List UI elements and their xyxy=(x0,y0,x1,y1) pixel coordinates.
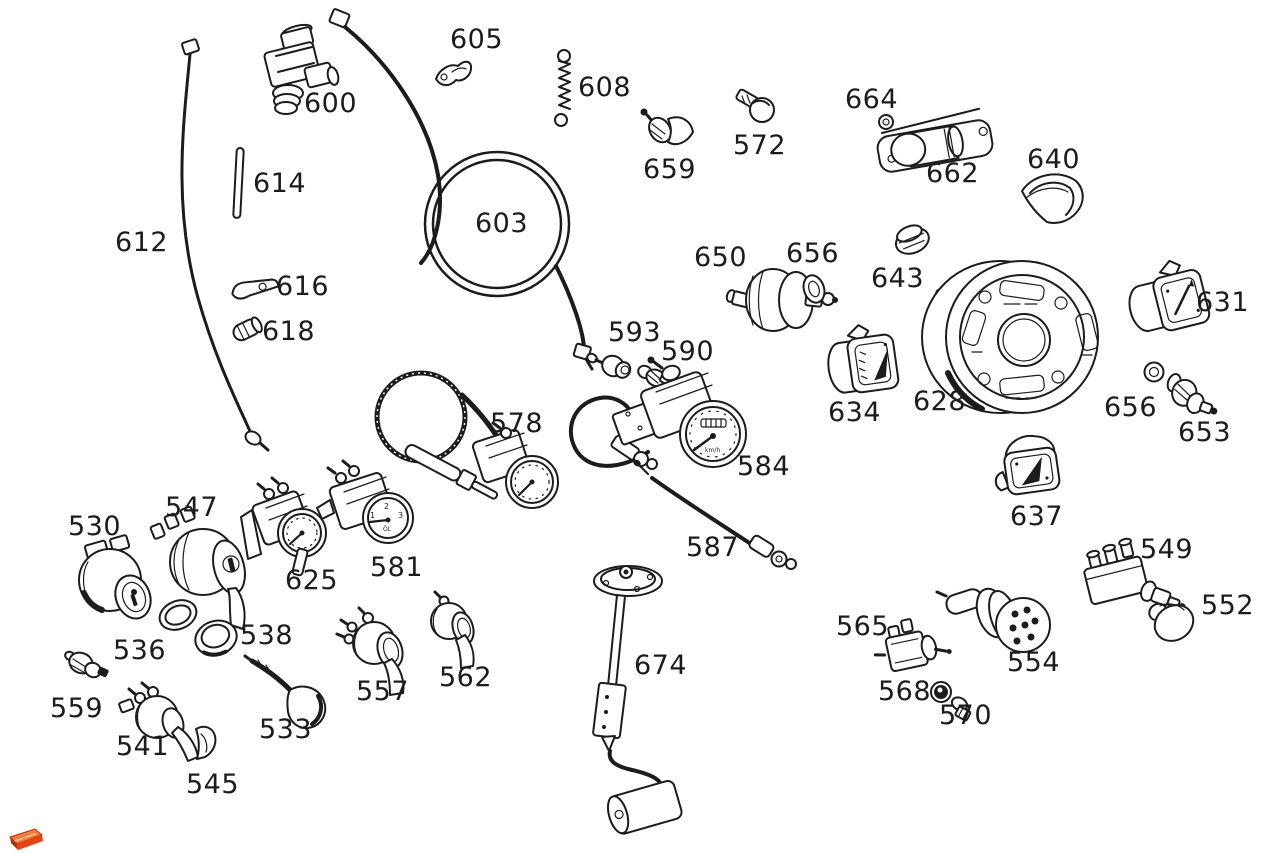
part-label-625: 625 xyxy=(285,565,339,596)
part-label-593: 593 xyxy=(608,317,662,348)
part-593-drawing xyxy=(586,352,632,379)
part-662-drawing xyxy=(876,107,994,173)
part-label-616: 616 xyxy=(276,271,330,302)
part-614-drawing xyxy=(232,147,245,219)
part-628-drawing xyxy=(921,260,1099,414)
part-label-538: 538 xyxy=(240,620,294,651)
part-label-662: 662 xyxy=(926,158,980,189)
part-label-643: 643 xyxy=(871,263,925,294)
part-631-drawing xyxy=(1128,259,1211,332)
part-label-631: 631 xyxy=(1196,287,1250,318)
gauge-581-mark-1: 1 xyxy=(370,511,375,520)
part-label-637: 637 xyxy=(1010,501,1064,532)
part-552-drawing xyxy=(1148,602,1195,642)
part-label-634: 634 xyxy=(828,397,882,428)
part-label-536: 536 xyxy=(113,635,167,666)
part-637-drawing xyxy=(994,434,1061,496)
part-600-drawing xyxy=(263,23,340,115)
part-640-drawing xyxy=(1021,173,1084,224)
part-608-drawing xyxy=(554,49,571,127)
part-605-drawing xyxy=(435,60,473,87)
part-581-drawing: 1 2 3 ÖL xyxy=(316,459,414,544)
part-570-drawing xyxy=(950,696,972,722)
part-612-drawing xyxy=(180,38,270,452)
part-label-559: 559 xyxy=(50,693,104,724)
part-label-549: 549 xyxy=(1140,534,1194,565)
part-554-drawing xyxy=(935,587,1051,653)
part-616-drawing xyxy=(231,278,279,300)
part-label-578: 578 xyxy=(490,408,544,439)
part-label-608: 608 xyxy=(578,72,632,103)
part-label-656b: 656 xyxy=(1104,392,1158,423)
part-label-664: 664 xyxy=(845,84,899,115)
part-label-628: 628 xyxy=(913,386,967,417)
part-572-drawing xyxy=(735,88,775,123)
part-label-674: 674 xyxy=(634,650,688,681)
part-562-drawing xyxy=(430,590,475,669)
part-536-drawing xyxy=(158,599,198,631)
part-label-584: 584 xyxy=(737,451,791,482)
part-578-drawing xyxy=(374,370,559,509)
part-label-581: 581 xyxy=(370,552,424,583)
gauge-581-mark-2: 2 xyxy=(384,502,389,511)
part-label-552: 552 xyxy=(1201,590,1255,621)
part-label-605: 605 xyxy=(450,24,504,55)
part-541-drawing xyxy=(118,681,199,762)
part-label-612: 612 xyxy=(115,227,169,258)
brand-logo xyxy=(9,828,43,850)
part-643-drawing xyxy=(894,224,930,255)
part-587-drawing xyxy=(633,459,797,570)
part-label-545: 545 xyxy=(186,769,240,800)
part-label-541: 541 xyxy=(116,731,170,762)
part-618-drawing xyxy=(232,316,263,342)
part-label-547: 547 xyxy=(165,492,219,523)
part-label-570: 570 xyxy=(939,700,993,731)
part-656b-drawing xyxy=(1143,361,1165,383)
part-603-drawing xyxy=(328,8,594,371)
part-533-drawing xyxy=(243,654,327,730)
part-656a-drawing xyxy=(802,274,826,304)
part-565-drawing xyxy=(873,618,952,673)
part-label-618: 618 xyxy=(262,316,316,347)
speedo-unit-text: km/h xyxy=(705,447,720,454)
part-559-drawing xyxy=(64,650,109,679)
part-530-drawing xyxy=(78,534,152,620)
part-label-603: 603 xyxy=(475,208,529,239)
part-545-drawing xyxy=(195,725,217,760)
part-label-565: 565 xyxy=(836,611,890,642)
part-label-614: 614 xyxy=(253,168,307,199)
part-538-drawing xyxy=(194,619,238,657)
gauge-581-unit: ÖL xyxy=(383,526,392,533)
part-label-587: 587 xyxy=(686,532,740,563)
part-label-572: 572 xyxy=(733,130,787,161)
part-label-557: 557 xyxy=(356,676,410,707)
part-label-533: 533 xyxy=(259,714,313,745)
part-label-659: 659 xyxy=(643,154,697,185)
part-label-650: 650 xyxy=(694,242,748,273)
part-label-590: 590 xyxy=(661,336,715,367)
part-547-drawing xyxy=(149,505,246,630)
part-label-640: 640 xyxy=(1027,144,1081,175)
part-label-656a: 656 xyxy=(786,238,840,269)
part-664-drawing xyxy=(878,114,894,130)
part-625-drawing xyxy=(240,476,327,577)
part-label-653: 653 xyxy=(1178,417,1232,448)
part-568-drawing xyxy=(930,681,952,703)
part-653-drawing xyxy=(1166,373,1218,415)
part-label-562: 562 xyxy=(439,662,493,693)
part-584-drawing: km/h xyxy=(568,356,747,470)
part-label-600: 600 xyxy=(304,88,358,119)
part-634-drawing xyxy=(827,324,900,394)
part-label-530: 530 xyxy=(68,511,122,542)
part-label-568: 568 xyxy=(878,676,932,707)
gauge-581-mark-3: 3 xyxy=(398,511,403,520)
part-674-drawing xyxy=(592,565,683,835)
part-557-drawing xyxy=(335,606,405,696)
part-label-554: 554 xyxy=(1007,647,1061,678)
part-659-drawing xyxy=(640,108,694,146)
